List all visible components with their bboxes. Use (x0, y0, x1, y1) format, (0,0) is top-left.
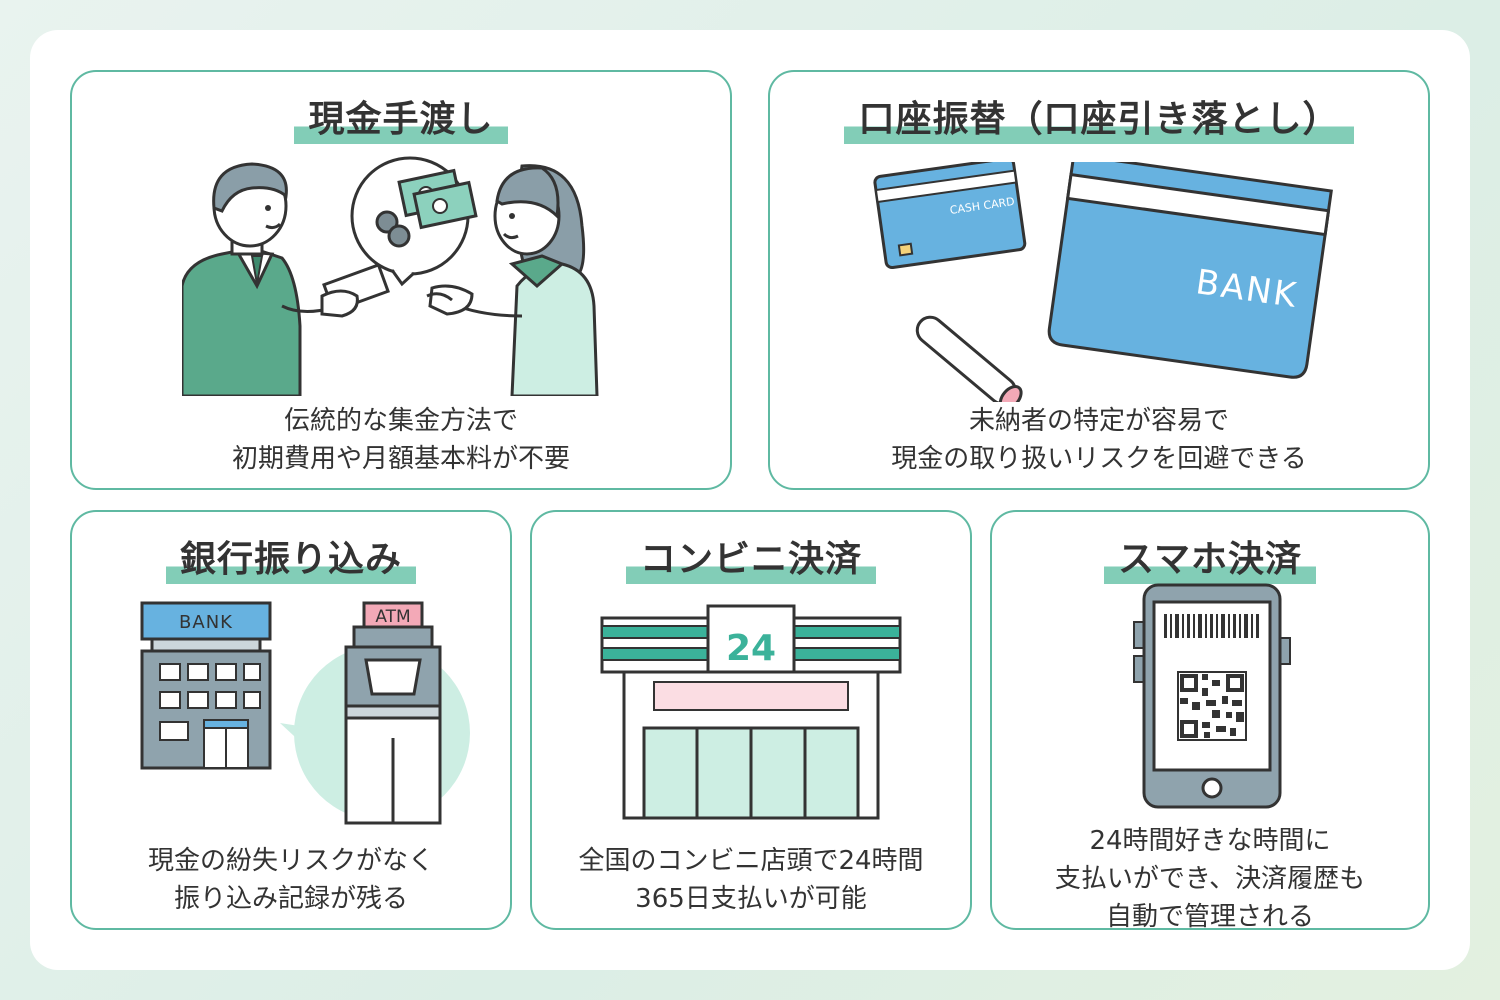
smartphone-illustration (1133, 583, 1291, 809)
card-description: 24時間好きな時間に 支払いができ、決済履歴も 自動で管理される (1054, 826, 1366, 932)
card-description: 現金の紛失リスクがなく 振り込み記録が残る (147, 846, 434, 914)
card-smartphone-payment: スマホ決済 (990, 510, 1430, 932)
card-cash-handover: 現金手渡し (70, 70, 732, 490)
card-title: 現金手渡し (72, 90, 730, 144)
card-description: 未納者の特定が容易で 現金の取り扱いリスクを回避できる (891, 406, 1307, 474)
card-title: スマホ決済 (992, 530, 1428, 584)
bank-sign: BANK (179, 612, 233, 633)
atm-sign: ATM (375, 607, 410, 627)
bank-atm-illustration: BANK ATM (140, 601, 470, 825)
convenience-store-illustration: 24 (600, 604, 902, 820)
qr-code (1177, 671, 1247, 741)
card-title: 口座振替（口座引き落とし） (770, 90, 1428, 144)
barcode (1164, 614, 1259, 638)
infographic-board: 現金手渡し (30, 30, 1470, 970)
card-title: コンビニ決済 (532, 530, 970, 584)
cash-handover-illustration (182, 156, 599, 396)
store-sign-24: 24 (726, 628, 776, 669)
card-title: 銀行振り込み (72, 530, 510, 584)
card-bank-transfer: 銀行振り込み BANK ATM (70, 510, 512, 930)
card-description: 伝統的な集金方法で 初期費用や月額基本料が不要 (231, 406, 570, 474)
card-description: 全国のコンビニ店頭で24時間 365日支払いが可能 (578, 846, 924, 914)
bank-card-illustration: CASH CARD BANK (873, 162, 1333, 402)
card-account-transfer: 口座振替（口座引き落とし） CASH CARD BANK 未納者の特定が容 (768, 70, 1430, 490)
card-convenience-store: コンビニ決済 24 全国のコンビニ店頭で24時間 365日支払いが可能 (530, 510, 972, 930)
